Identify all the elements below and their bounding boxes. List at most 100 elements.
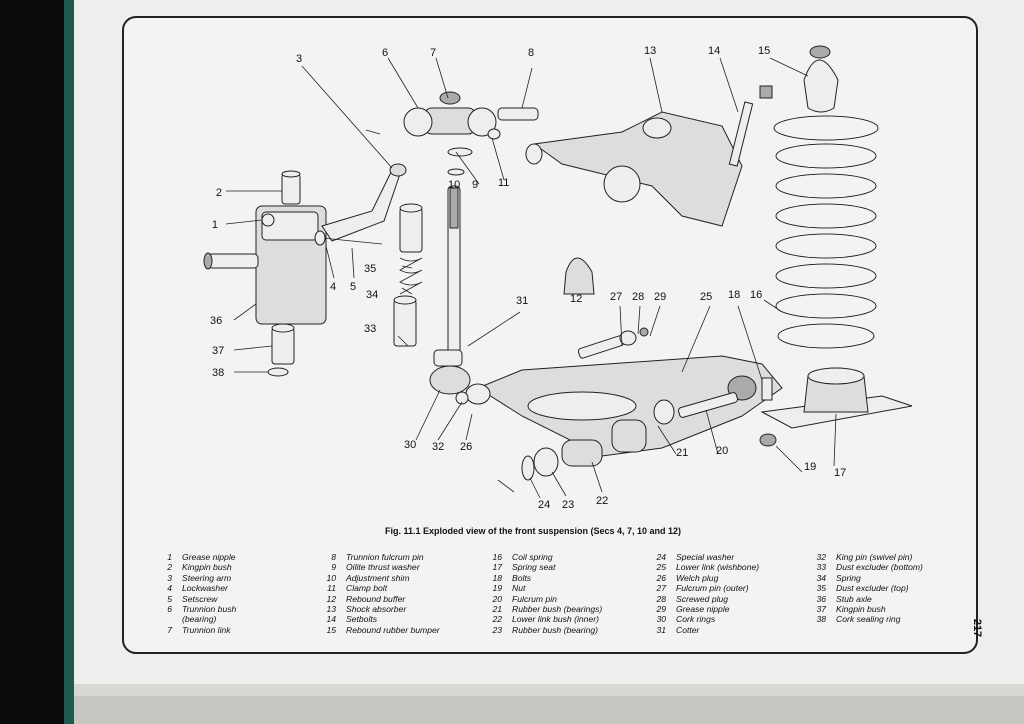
legend-number: 27 [656,583,666,594]
callout-19: 19 [804,461,816,473]
callout-30: 30 [404,439,416,451]
page-bottom-stack [74,696,1024,724]
legend-number: 1 [167,552,172,562]
callout-22: 22 [596,495,608,507]
legend-item: 38 Cork sealing ring [806,614,923,624]
legend-label: Steering arm [182,572,232,583]
legend-number: 22 [492,614,502,625]
legend-item: 7 Trunnion link [152,625,236,635]
callout-21: 21 [676,447,688,459]
dust-excluder-top [399,203,423,253]
legend-label: Lower link bush (inner) [512,614,599,625]
legend-number: 32 [816,552,826,562]
rubber-bushes-inner [497,419,647,493]
setscrew-lockwasher [314,230,383,246]
legend-label: King pin (swivel pin) [836,552,913,562]
legend-number: 16 [492,552,502,562]
legend-label: Lower link (wishbone) [676,562,760,573]
callout-28: 28 [632,291,644,303]
callout-25: 25 [700,291,712,303]
legend-number: 8 [331,552,336,562]
bolts-and-nut [759,377,777,447]
legend-number: 18 [492,572,502,583]
outer-fulcrum-pin [577,327,649,359]
spring-seat [760,367,913,429]
legend-item: (bearing) [152,614,236,624]
rebound-rubber-bumper [803,45,839,113]
callout-18: 18 [728,289,740,301]
legend-item: 32 King pin (swivel pin) [806,552,923,562]
legend-label: Special washer [676,552,735,562]
legend-number: 35 [816,583,826,594]
callout-11: 11 [498,177,509,189]
legend-label: Spring [836,572,861,583]
callout-31: 31 [516,295,528,307]
trunnion-assembly [365,91,539,176]
legend-label: Grease nipple [676,604,730,615]
legend-number: 5 [167,593,172,604]
callout-16: 16 [750,289,762,301]
callout-8: 8 [528,47,534,59]
legend-number: 25 [656,562,666,573]
legend-number: 38 [816,614,826,625]
callout-2: 2 [216,187,222,199]
legend-number: 24 [656,552,666,562]
coil-spring [773,115,879,349]
callout-9: 9 [472,179,478,191]
legend-label: Cork sealing ring [836,614,901,625]
legend-label: (bearing) [182,614,217,625]
legend-item: 27 Fulcrum pin (outer) [646,583,759,593]
legend-item: 24 Special washer [646,552,759,562]
legend-label: Coil spring [512,552,553,562]
legend-label: Oilite thrust washer [346,562,420,573]
callout-13: 13 [644,45,656,57]
legend-label: Trunnion link [182,624,231,635]
callout-27: 27 [610,291,622,303]
setbolt [728,85,773,167]
legend-label: Dust excluder (bottom) [836,562,923,573]
legend-number: 7 [167,624,172,635]
legend-label: Setscrew [182,593,218,604]
legend-number [152,614,182,624]
stub-axle-assembly [203,163,407,325]
legend-item: 22 Lower link bush (inner) [482,614,602,624]
legend-label: Rubber bush (bearing) [512,624,598,635]
page-number: 217 [971,618,984,638]
callout-33: 33 [364,323,376,335]
legend-item: 5 Setscrew [152,594,236,604]
callout-5: 5 [350,281,356,293]
callout-35: 35 [364,263,376,275]
legend-label: Stub axle [836,593,872,604]
callout-6: 6 [382,47,388,59]
legend-label: Fulcrum pin (outer) [676,583,749,594]
legend-number: 37 [816,604,826,615]
book-shadow [0,0,68,724]
shock-absorber [525,111,743,227]
legend-column-4: 24 Special washer 25 Lower link (wishbone)… [646,552,759,635]
trunnion-lower [429,349,471,405]
legend-number: 33 [816,562,826,573]
callout-7: 7 [430,47,436,59]
legend-number: 6 [167,604,172,615]
legend-number: 15 [326,624,336,635]
legend-number: 34 [816,572,826,583]
exploded-suspension-diagram: 1 2 3 4 5 6 7 8 9 10 11 12 13 14 15 16 1… [203,45,913,511]
legend-label: Shock absorber [346,604,407,615]
callout-3: 3 [296,53,302,65]
legend-label: Lockwasher [182,583,228,594]
dust-excluder-bottom [393,295,417,347]
legend-number: 30 [656,614,666,625]
figure-caption-text: Fig. 11.1 Exploded view of the front sus… [384,526,682,536]
legend-number: 26 [656,572,666,583]
